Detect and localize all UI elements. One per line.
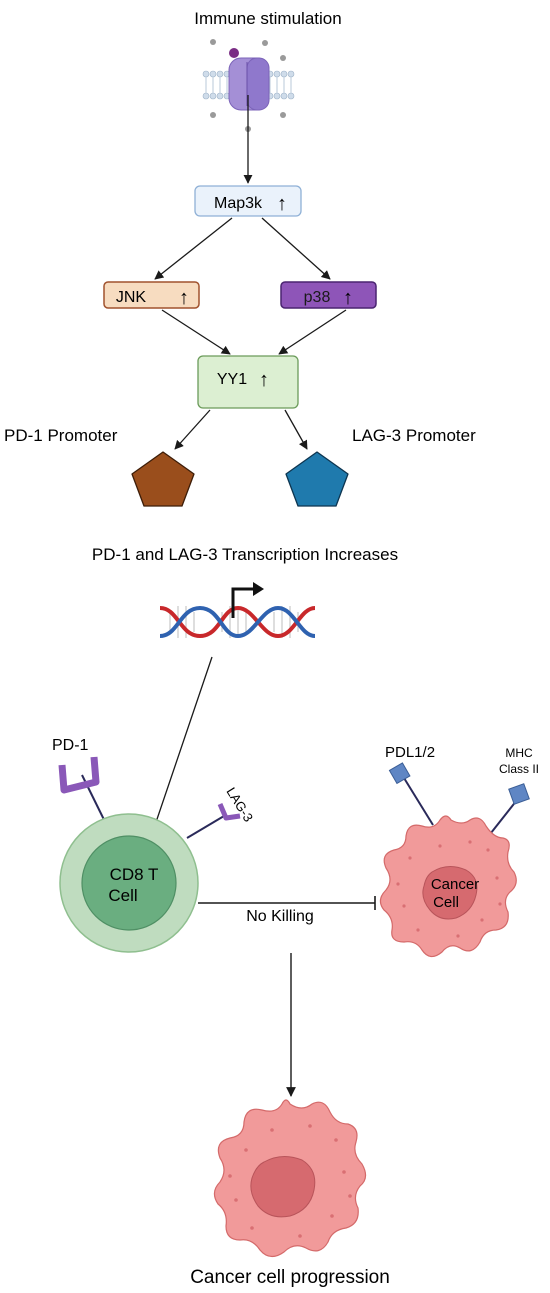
mhc-label-line1: MHC	[505, 746, 533, 760]
lag3-promoter-shape	[285, 451, 349, 507]
pdl-label: PDL1/2	[385, 744, 435, 761]
cd8-label-line2: Cell	[108, 886, 137, 905]
arrow-map3k-to-jnk	[154, 217, 233, 280]
mhc-receptor-icon	[486, 783, 530, 839]
jnk-up-arrow: ↑	[179, 287, 189, 309]
map3k-up-arrow: ↑	[277, 193, 287, 215]
p38-node: p38 ↑	[280, 281, 377, 309]
arrow-yy1-to-lag3-promoter	[284, 409, 308, 450]
jnk-label: JNK	[116, 289, 147, 306]
pd1-promoter-shape	[131, 451, 195, 507]
pd1-label: PD-1	[52, 737, 89, 754]
arrow-p38-to-yy1	[278, 309, 347, 355]
progressed-cancer-cell	[213, 1099, 367, 1258]
jnk-node: JNK ↑	[103, 281, 200, 309]
arrow-yy1-to-pd1-promoter	[174, 409, 211, 450]
lag3-promoter-label: LAG-3 Promoter	[352, 426, 476, 445]
yy1-node: YY1 ↑	[197, 355, 299, 409]
cancer-label-line1: Cancer	[431, 876, 479, 893]
cancer-cell: Cancer Cell	[379, 815, 517, 958]
yy1-up-arrow: ↑	[259, 369, 269, 391]
cd8-t-cell: CD8 T Cell	[59, 813, 199, 953]
map3k-label: Map3k	[214, 195, 263, 212]
cancer-label-line2: Cell	[433, 894, 459, 911]
arrow-jnk-to-yy1	[161, 309, 231, 355]
lag3-receptor-icon	[186, 803, 241, 839]
dna-helix-icon	[159, 605, 316, 639]
transcription-label: PD-1 and LAG-3 Transcription Increases	[92, 545, 398, 564]
mhc-label-line2: Class II	[499, 762, 539, 776]
immune-stimulation-title: Immune stimulation	[194, 9, 341, 28]
pdl-receptor-icon	[388, 762, 434, 826]
membrane-receptor-icon	[202, 39, 295, 132]
arrow-map3k-to-p38	[261, 217, 331, 280]
p38-label: p38	[304, 289, 331, 306]
transcription-start-arrow-icon	[231, 582, 264, 618]
arrow-transcription-to-tcell	[151, 656, 213, 832]
no-killing-label: No Killing	[246, 908, 314, 925]
cd8-label-line1: CD8 T	[110, 865, 159, 884]
pd1-promoter-label: PD-1 Promoter	[4, 426, 118, 445]
yy1-label: YY1	[217, 371, 247, 388]
progression-label: Cancer cell progression	[190, 1267, 390, 1288]
map3k-node: Map3k ↑	[194, 185, 302, 217]
p38-up-arrow: ↑	[343, 287, 353, 309]
